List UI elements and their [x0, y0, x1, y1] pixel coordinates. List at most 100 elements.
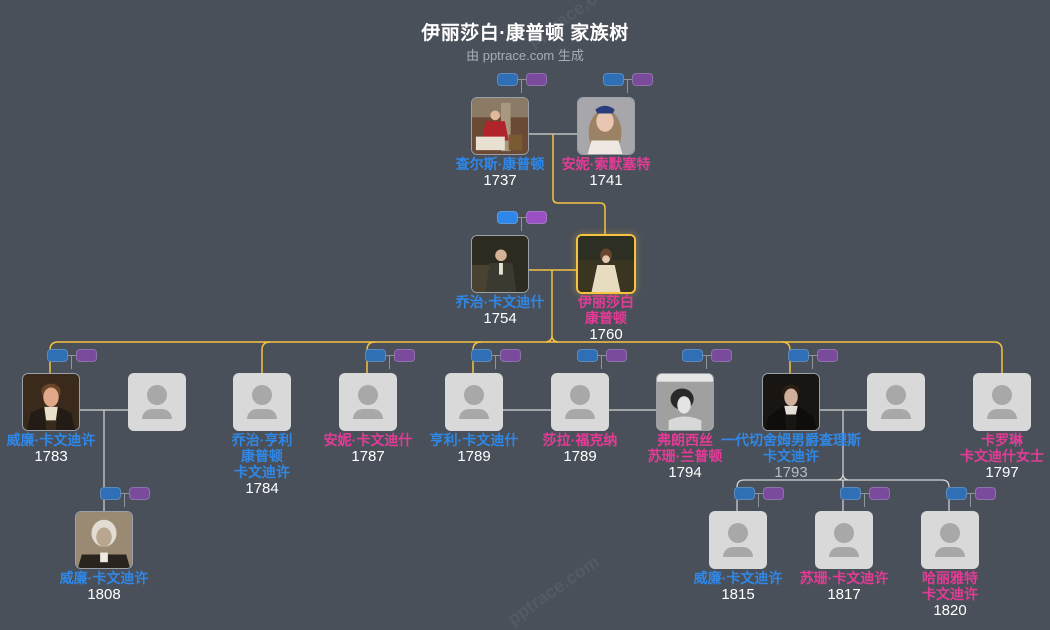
- expand-parents-button[interactable]: [603, 73, 624, 86]
- person-card-william-cavendish-1783[interactable]: [22, 373, 80, 431]
- expand-options-button[interactable]: [394, 349, 415, 362]
- person-name: 威廉·卡文迪许: [59, 570, 149, 586]
- expand-parents-button[interactable]: [497, 73, 518, 86]
- person-card-henry-cavendish-1789[interactable]: [445, 373, 503, 431]
- expand-parents-button[interactable]: [946, 487, 967, 500]
- portrait-image: [578, 98, 634, 154]
- avatar-placeholder-icon: [834, 523, 854, 543]
- expand-options-button[interactable]: [632, 73, 653, 86]
- person-card-frances-susan-lampton[interactable]: [656, 373, 714, 431]
- person-name: 苏珊·卡文迪许: [799, 570, 889, 586]
- person-card-spouse-unknown[interactable]: [128, 373, 186, 431]
- page-title: 伊丽莎白·康普顿 家族树: [421, 23, 629, 44]
- person-card-charles-compton[interactable]: [471, 97, 529, 155]
- expand-options-button[interactable]: [500, 349, 521, 362]
- person-card-anne-cavendish-1787[interactable]: [339, 373, 397, 431]
- person-label-anne-somerset: 安妮·索默塞特 1741: [541, 156, 671, 189]
- person-label-william-cavendish-1815: 威廉·卡文迪许 1815: [673, 570, 803, 603]
- person-label-harriet-cavendish: 哈丽雅特 卡文迪许 1820: [885, 570, 1015, 619]
- birth-year: 1741: [589, 172, 623, 189]
- portrait-image: [76, 512, 132, 568]
- expand-parents-button[interactable]: [682, 349, 703, 362]
- person-name: 威廉·卡文迪许: [693, 570, 783, 586]
- person-name-line1: 伊丽莎白: [578, 294, 634, 310]
- expand-parents-button[interactable]: [577, 349, 598, 362]
- birth-year: 1815: [721, 586, 755, 603]
- person-name: 莎拉·福克纳: [542, 432, 618, 448]
- expand-options-button[interactable]: [129, 487, 150, 500]
- person-card-charles-cavendish-1793[interactable]: [762, 373, 820, 431]
- expand-parents-button[interactable]: [734, 487, 755, 500]
- expand-parents-button[interactable]: [365, 349, 386, 362]
- person-label-elizabeth-compton: 伊丽莎白 康普顿 1760: [541, 294, 671, 343]
- birth-year: 1787: [351, 448, 385, 465]
- birth-year: 1789: [563, 448, 597, 465]
- person-name-line2: 康普顿: [585, 310, 627, 326]
- expand-options-button[interactable]: [76, 349, 97, 362]
- person-name: 查尔斯·康普顿: [455, 156, 545, 172]
- birth-year: 1760: [589, 326, 623, 343]
- person-name: 安妮·卡文迪什: [323, 432, 413, 448]
- person-card-spouse-unknown[interactable]: [867, 373, 925, 431]
- expand-options-button[interactable]: [526, 73, 547, 86]
- expand-parents-button[interactable]: [497, 211, 518, 224]
- expand-parents-button[interactable]: [471, 349, 492, 362]
- person-label-george-cavendish: 乔治·卡文迪什 1754: [435, 294, 565, 327]
- expand-options-button[interactable]: [817, 349, 838, 362]
- portrait-image: [23, 374, 79, 430]
- avatar-placeholder-icon: [992, 385, 1012, 405]
- birth-year: 1808: [87, 586, 121, 603]
- node-controls: [577, 349, 627, 369]
- node-controls: [840, 487, 890, 507]
- avatar-placeholder-icon: [886, 385, 906, 405]
- node-controls: [788, 349, 838, 369]
- person-label-william-cavendish-1808: 威廉·卡文迪许 1808: [39, 570, 169, 603]
- person-name: 安妮·索默塞特: [561, 156, 651, 172]
- person-card-george-henry-compton-cavendish[interactable]: [233, 373, 291, 431]
- person-card-william-cavendish-1815[interactable]: [709, 511, 767, 569]
- expand-options-button[interactable]: [869, 487, 890, 500]
- person-label-caroline-cavendish: 卡罗琳 卡文迪什女士 1797: [937, 432, 1050, 481]
- person-card-sarah-faulkner[interactable]: [551, 373, 609, 431]
- portrait-image: [472, 98, 528, 154]
- node-controls: [946, 487, 996, 507]
- person-card-elizabeth-compton-focus[interactable]: [576, 234, 636, 294]
- person-card-anne-somerset[interactable]: [577, 97, 635, 155]
- person-name-line1: 弗朗西丝: [657, 432, 713, 448]
- person-label-anne-cavendish: 安妮·卡文迪什 1787: [303, 432, 433, 465]
- expand-options-button[interactable]: [763, 487, 784, 500]
- expand-parents-button[interactable]: [100, 487, 121, 500]
- person-card-susan-cavendish-1817[interactable]: [815, 511, 873, 569]
- expand-parents-button[interactable]: [788, 349, 809, 362]
- portrait-image: [657, 374, 713, 430]
- portrait-image: [763, 374, 819, 430]
- node-controls: [603, 73, 653, 93]
- node-controls: [497, 211, 547, 231]
- expand-options-button[interactable]: [975, 487, 996, 500]
- person-label-frances-susan-lampton: 弗朗西丝 苏珊·兰普顿 1794: [620, 432, 750, 481]
- expand-options-button[interactable]: [711, 349, 732, 362]
- expand-options-button[interactable]: [526, 211, 547, 224]
- expand-parents-button[interactable]: [47, 349, 68, 362]
- person-label-william-cavendish-1783: 威廉·卡文迪许 1783: [0, 432, 116, 465]
- avatar-placeholder-icon: [147, 385, 167, 405]
- person-label-henry-cavendish: 亨利·卡文迪什 1789: [409, 432, 539, 465]
- person-label-susan-cavendish: 苏珊·卡文迪许 1817: [779, 570, 909, 603]
- person-card-william-cavendish-1808[interactable]: [75, 511, 133, 569]
- page-subtitle: 由 pptrace.com 生成: [466, 48, 584, 63]
- birth-year: 1789: [457, 448, 491, 465]
- expand-options-button[interactable]: [606, 349, 627, 362]
- person-name-line2: 卡文迪什女士: [960, 448, 1044, 464]
- person-label-sarah-faulkner: 莎拉·福克纳 1789: [515, 432, 645, 465]
- person-card-harriet-cavendish[interactable]: [921, 511, 979, 569]
- birth-year: 1754: [483, 310, 517, 327]
- person-name-line2: 苏珊·兰普顿: [647, 448, 723, 464]
- birth-year: 1783: [34, 448, 68, 465]
- birth-year: 1737: [483, 172, 517, 189]
- person-name-line2: 卡文迪许: [922, 586, 978, 602]
- birth-year: 1784: [245, 480, 279, 497]
- expand-parents-button[interactable]: [840, 487, 861, 500]
- person-card-caroline-cavendish[interactable]: [973, 373, 1031, 431]
- person-card-george-cavendish[interactable]: [471, 235, 529, 293]
- birth-year: 1820: [933, 602, 967, 619]
